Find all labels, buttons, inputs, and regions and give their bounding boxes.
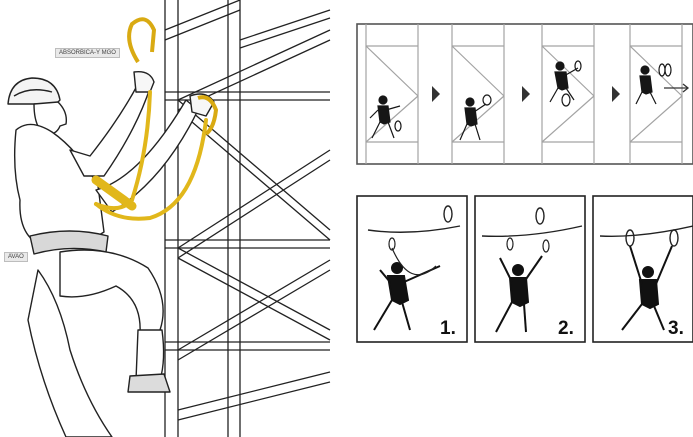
lanyard-label-tag: ABSORBICA-Y MGO: [55, 48, 120, 58]
lattice-tower: [165, 0, 330, 437]
panel-number-2: 2.: [558, 318, 574, 340]
panel-number-3: 3.: [668, 318, 684, 340]
harness-label-tag: AVAO: [4, 252, 28, 262]
panel-number-1: 1.: [440, 318, 456, 340]
carabiner-hook-top: [129, 19, 154, 62]
